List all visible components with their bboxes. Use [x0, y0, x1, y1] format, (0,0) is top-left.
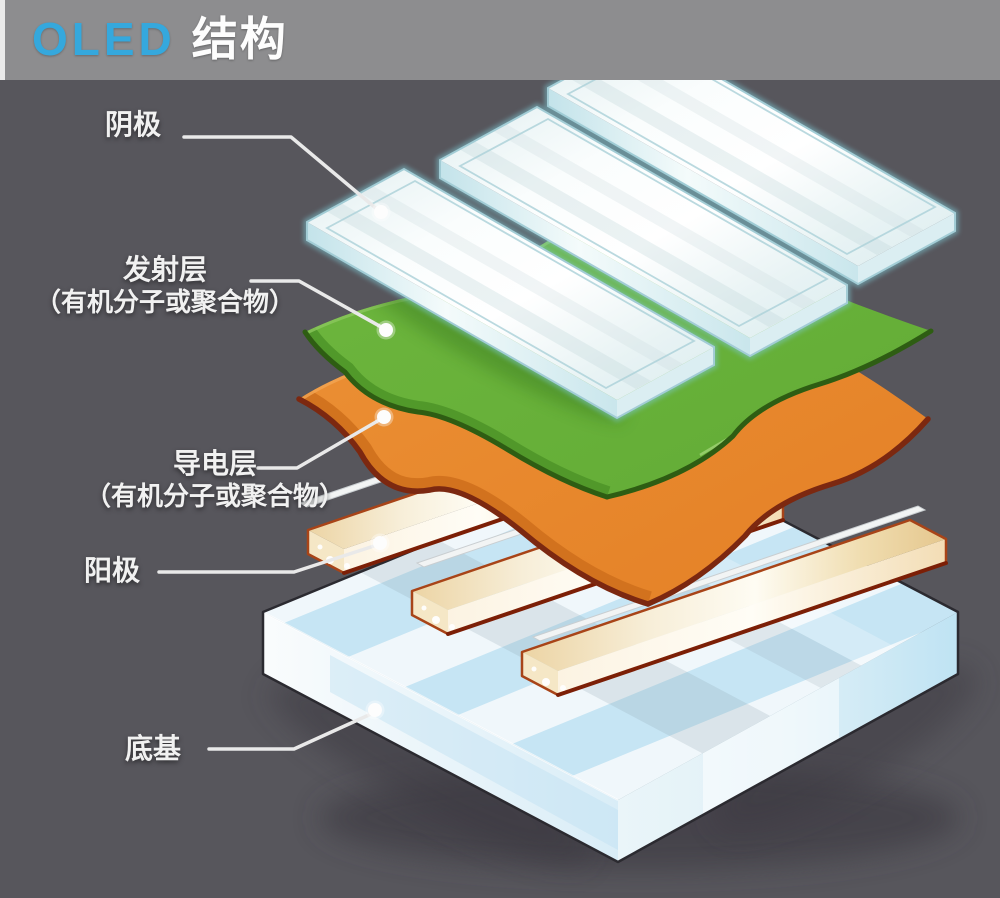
label-emissive-line1: 发射层	[122, 254, 207, 285]
anode-bar-3	[520, 518, 948, 697]
label-emissive: 发射层 （有机分子或聚合物）	[8, 254, 322, 318]
anode-leader-line	[157, 543, 379, 574]
conductive-leader-line	[256, 417, 383, 470]
emissive-leader-line	[249, 279, 385, 330]
leader-lines	[157, 135, 396, 751]
label-conductive-line2: （有机分子或聚合物）	[84, 481, 345, 511]
substrate-leader-line	[207, 712, 373, 751]
label-cathode-text: 阴极	[105, 109, 162, 140]
emissive-rim	[302, 329, 610, 500]
label-anode: 阳极	[84, 556, 140, 586]
title-brand: OLED	[32, 13, 176, 65]
label-conductive: 导电层 （有机分子或聚合物）	[58, 448, 372, 512]
label-substrate: 底基	[125, 734, 181, 764]
title-bar: OLED 结构	[0, 0, 1000, 80]
cathode-leader-line	[182, 135, 380, 212]
label-emissive-line2: （有机分子或聚合物）	[34, 287, 295, 317]
title-text: 结构	[191, 13, 288, 65]
page-title: OLED 结构	[32, 13, 288, 65]
label-cathode: 阴极	[105, 110, 161, 140]
label-anode-text: 阳极	[84, 555, 141, 586]
label-substrate-text: 底基	[125, 733, 182, 764]
label-conductive-line1: 导电层	[172, 448, 257, 479]
